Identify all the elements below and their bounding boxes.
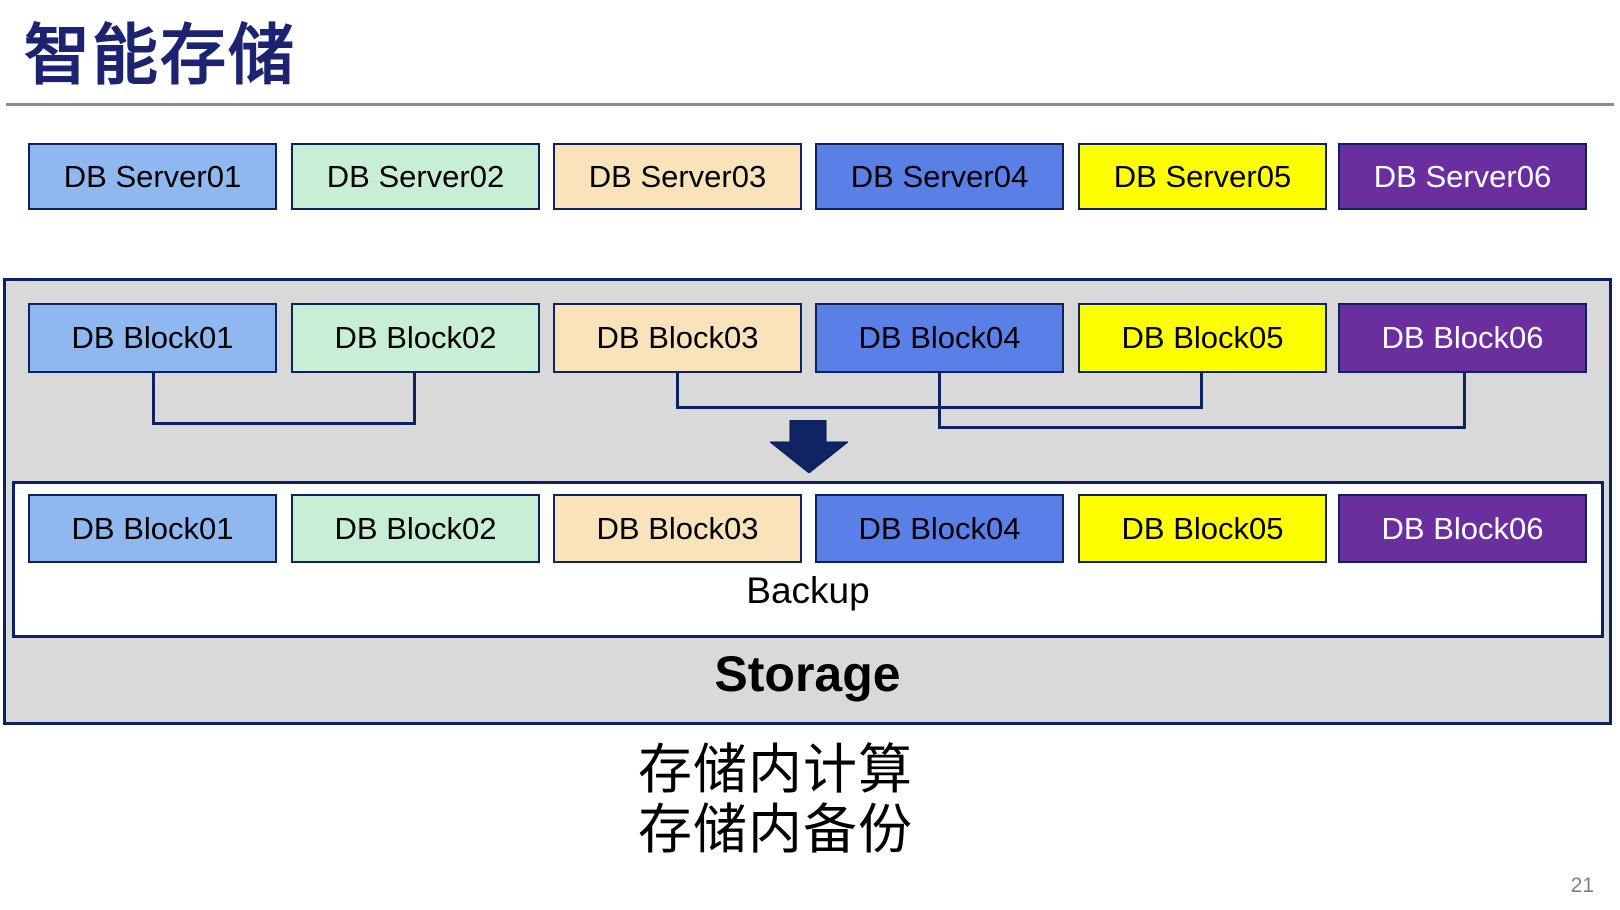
db-server-05-box: DB Server05 — [1078, 143, 1327, 210]
backup-db-block-06-box: DB Block06 — [1338, 494, 1587, 563]
db-server-02-box: DB Server02 — [291, 143, 540, 210]
title-divider — [6, 103, 1614, 106]
backup-db-block-02-box: DB Block02 — [291, 494, 540, 563]
slide-title: 智能存储 — [24, 18, 296, 92]
db-block-04-box: DB Block04 — [815, 303, 1064, 373]
backup-db-block-01-box: DB Block01 — [28, 494, 277, 563]
db-server-04-box: DB Server04 — [815, 143, 1064, 210]
db-block-03-box: DB Block03 — [553, 303, 802, 373]
db-server-06-box: DB Server06 — [1338, 143, 1587, 210]
backup-db-block-05-box: DB Block05 — [1078, 494, 1327, 563]
connector-block01-block02 — [152, 372, 416, 425]
db-block-02-box: DB Block02 — [291, 303, 540, 373]
backup-db-block-04-box: DB Block04 — [815, 494, 1064, 563]
db-block-01-box: DB Block01 — [28, 303, 277, 373]
backup-db-block-03-box: DB Block03 — [553, 494, 802, 563]
page-number: 21 — [1570, 874, 1594, 897]
caption-line-1: 存储内计算 — [638, 740, 913, 800]
caption-line-2: 存储内备份 — [638, 800, 913, 860]
backup-label: Backup — [746, 570, 870, 611]
storage-label: Storage — [714, 646, 901, 702]
connector-block04-block06 — [938, 372, 1466, 429]
caption-lines: 存储内计算 存储内备份 — [638, 740, 913, 860]
db-server-01-box: DB Server01 — [28, 143, 277, 210]
db-block-06-box: DB Block06 — [1338, 303, 1587, 373]
down-arrow-icon — [770, 420, 848, 473]
db-server-03-box: DB Server03 — [553, 143, 802, 210]
db-block-05-box: DB Block05 — [1078, 303, 1327, 373]
